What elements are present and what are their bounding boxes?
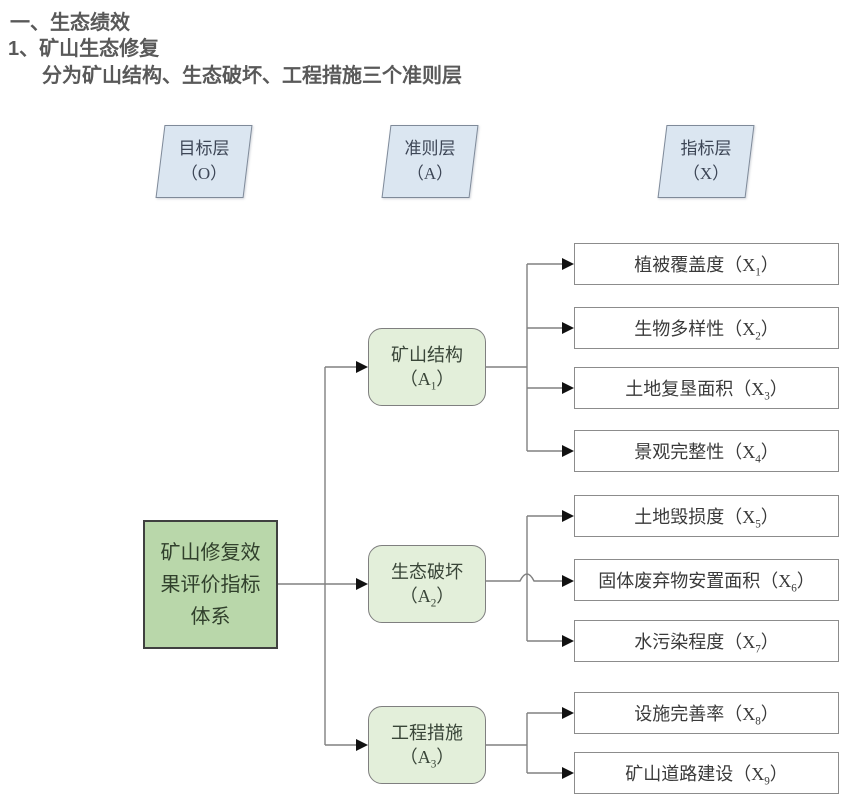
layer-label: 准则层 （A）	[386, 125, 474, 198]
arrow-a2-icon	[356, 578, 368, 590]
arrow-x1-icon	[562, 258, 574, 270]
arrow-x8-icon	[562, 707, 574, 719]
arrow-x7-icon	[562, 635, 574, 647]
layer-title: 准则层	[404, 138, 456, 158]
indicator-box-x9: 矿山道路建设（X9）	[574, 752, 839, 794]
arrow-a3-icon	[356, 739, 368, 751]
sub-heading: 1、矿山生态修复	[8, 38, 160, 60]
layer-symbol: （A）	[406, 163, 454, 183]
layer-parallelogram-criteria: 准则层 （A）	[381, 125, 479, 198]
indicator-box-x6: 固体废弃物安置面积（X6）	[574, 559, 839, 601]
indicator-label: 设施完善率（X8）	[634, 704, 779, 728]
goal-box-label: 矿山修复效 果评价指标 体系	[161, 537, 261, 633]
section-heading: 一、生态绩效	[10, 12, 130, 34]
layer-parallelogram-indicator: 指标层 （X）	[657, 125, 755, 198]
goal-box: 矿山修复效 果评价指标 体系	[143, 520, 278, 649]
criteria-label: 生态破坏	[391, 561, 463, 582]
arrow-x3-icon	[562, 382, 574, 394]
line-a2-to-x6-hop	[486, 573, 562, 582]
criteria-label: 工程措施	[391, 722, 463, 743]
layer-symbol: （O）	[180, 163, 228, 183]
description-text: 分为矿山结构、生态破坏、工程措施三个准则层	[42, 65, 462, 87]
indicator-box-x5: 土地毁损度（X5）	[574, 495, 839, 537]
criteria-box-a3: 工程措施 （A3）	[368, 706, 486, 784]
layer-title: 指标层	[680, 138, 732, 158]
arrow-x2-icon	[562, 322, 574, 334]
criteria-box-a2: 生态破坏 （A2）	[368, 545, 486, 623]
criteria-symbol: （A2）	[399, 586, 455, 610]
indicator-label: 固体废弃物安置面积（X6）	[598, 571, 815, 595]
indicator-box-x7: 水污染程度（X7）	[574, 620, 839, 662]
indicator-label: 水污染程度（X7）	[634, 632, 779, 656]
arrow-x4-icon	[562, 445, 574, 457]
layer-title: 目标层	[178, 138, 230, 158]
arrow-x5-icon	[562, 510, 574, 522]
indicator-box-x8: 设施完善率（X8）	[574, 692, 839, 734]
indicator-box-x1: 植被覆盖度（X1）	[574, 243, 839, 285]
arrow-x6-icon	[562, 575, 574, 587]
arrow-x9-icon	[562, 767, 574, 779]
indicator-label: 生物多样性（X2）	[634, 319, 779, 343]
criteria-symbol: （A1）	[399, 369, 455, 393]
arrow-a1-icon	[356, 361, 368, 373]
indicator-label: 植被覆盖度（X1）	[634, 255, 779, 279]
indicator-label: 矿山道路建设（X9）	[625, 764, 788, 788]
goal-line-1: 矿山修复效	[160, 541, 261, 564]
layer-label: 目标层 （O）	[160, 125, 248, 198]
goal-line-3: 体系	[190, 605, 231, 628]
indicator-box-x3: 土地复垦面积（X3）	[574, 367, 839, 409]
indicator-label: 土地毁损度（X5）	[634, 507, 779, 531]
indicator-label: 景观完整性（X4）	[634, 442, 779, 466]
criteria-box-a1: 矿山结构 （A1）	[368, 328, 486, 406]
indicator-box-x2: 生物多样性（X2）	[574, 307, 839, 349]
criteria-label: 矿山结构	[391, 344, 463, 365]
criteria-symbol: （A3）	[399, 747, 455, 771]
layer-parallelogram-goal: 目标层 （O）	[155, 125, 253, 198]
indicator-label: 土地复垦面积（X3）	[625, 379, 788, 403]
goal-line-2: 果评价指标	[160, 573, 261, 596]
layer-label: 指标层 （X）	[662, 125, 750, 198]
indicator-box-x4: 景观完整性（X4）	[574, 430, 839, 472]
layer-symbol: （X）	[682, 163, 730, 183]
